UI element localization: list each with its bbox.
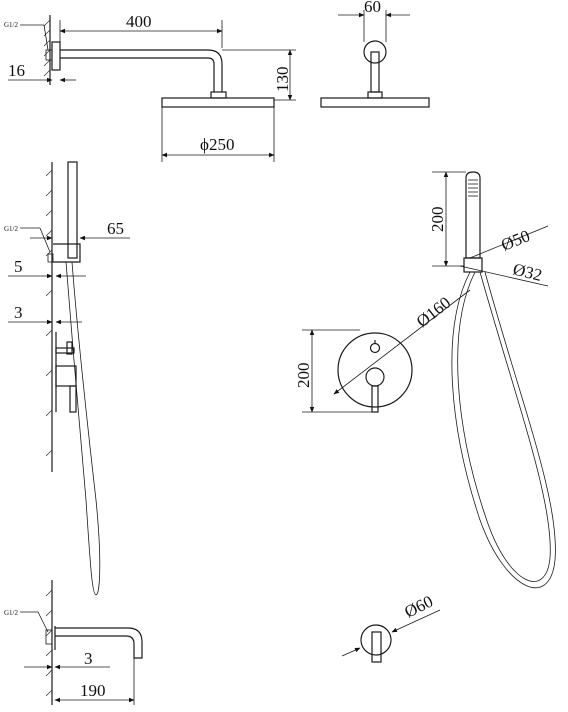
mixer-lever-handle — [69, 385, 77, 413]
outlet-diameter-dim: Ø50 — [498, 226, 532, 255]
flange-width-dim: 60 — [364, 0, 381, 16]
section-wall-hatch — [45, 169, 53, 457]
shower-head-edge — [320, 97, 430, 108]
spout-thread-label: G1/2 — [4, 609, 19, 617]
spout-side-view: G1/2 3 190 — [4, 580, 143, 705]
mixer-handle-circle — [365, 367, 385, 387]
hose-side-curve — [65, 261, 101, 596]
hand-shower-side — [67, 161, 78, 259]
head-diameter-dim: ϕ250 — [200, 135, 234, 154]
plate-diameter-leader — [333, 289, 471, 395]
shower-arm-pipe — [60, 49, 223, 92]
rosette-diameter-leader — [341, 647, 361, 657]
spout-front-view: Ø60 — [341, 592, 441, 663]
holder-depth-dim: 65 — [107, 219, 124, 238]
side-section-view: G1/2 65 5 3 — [4, 161, 130, 596]
shower-head — [161, 97, 275, 108]
valve-offset-dim: 3 — [14, 303, 23, 322]
arm-front-pipe — [370, 51, 380, 93]
plate-height-dim: 200 — [294, 363, 313, 389]
spout-outlet — [371, 631, 382, 663]
diverter-button — [369, 342, 381, 354]
arm-flange-circle — [363, 40, 387, 64]
thread-label: G1/2 — [4, 21, 19, 29]
spray-nozzles — [468, 179, 478, 197]
diverter-knob — [55, 347, 75, 354]
hand-shower-front: 200 Ø50 Ø32 — [428, 171, 556, 589]
connector-diameter-leader — [459, 265, 549, 287]
arm-length-dim: 400 — [126, 12, 152, 31]
hand-shower-handle — [465, 171, 481, 259]
spout-offset-dim: 3 — [84, 649, 93, 668]
mixer-lever-body — [55, 365, 77, 387]
rosette-diameter-dim: Ø60 — [401, 592, 436, 622]
spout-length-dim: 190 — [80, 681, 106, 700]
hose-loop — [451, 271, 556, 589]
wall-flange — [51, 41, 61, 71]
holder-offset-dim: 5 — [14, 257, 23, 276]
arm-connector — [210, 91, 227, 99]
spout-thread — [45, 629, 53, 645]
diverter-cap — [66, 341, 73, 355]
valve-plate-circle — [337, 332, 413, 408]
thread-nipple — [45, 49, 53, 61]
section-thread-label: G1/2 — [4, 225, 19, 233]
hose-loop-inner — [457, 271, 551, 582]
valve-plate-front: Ø160 200 — [294, 289, 471, 413]
mixer-handle-stem — [371, 385, 379, 413]
spout-wall-hatch — [45, 589, 53, 697]
spout-body — [55, 627, 143, 659]
outlet-diameter-leader — [469, 225, 549, 259]
holder-bracket — [53, 243, 81, 263]
holder-thread — [47, 253, 54, 263]
wall-hatch — [43, 19, 51, 77]
hand-shower-height-dim: 200 — [428, 207, 447, 233]
plate-diameter-dim: Ø160 — [413, 293, 454, 331]
shower-arm-side-view: G1/2 400 16 130 ϕ250 — [4, 12, 296, 162]
shower-arm-front-view: 60 — [320, 0, 430, 108]
arm-front-connector — [367, 91, 383, 99]
connector-diameter-dim: Ø32 — [511, 259, 544, 285]
handle-holder — [463, 257, 483, 273]
drop-dim: 130 — [273, 67, 292, 93]
wall-offset-dim: 16 — [8, 61, 25, 80]
spout-rosette — [360, 624, 392, 656]
